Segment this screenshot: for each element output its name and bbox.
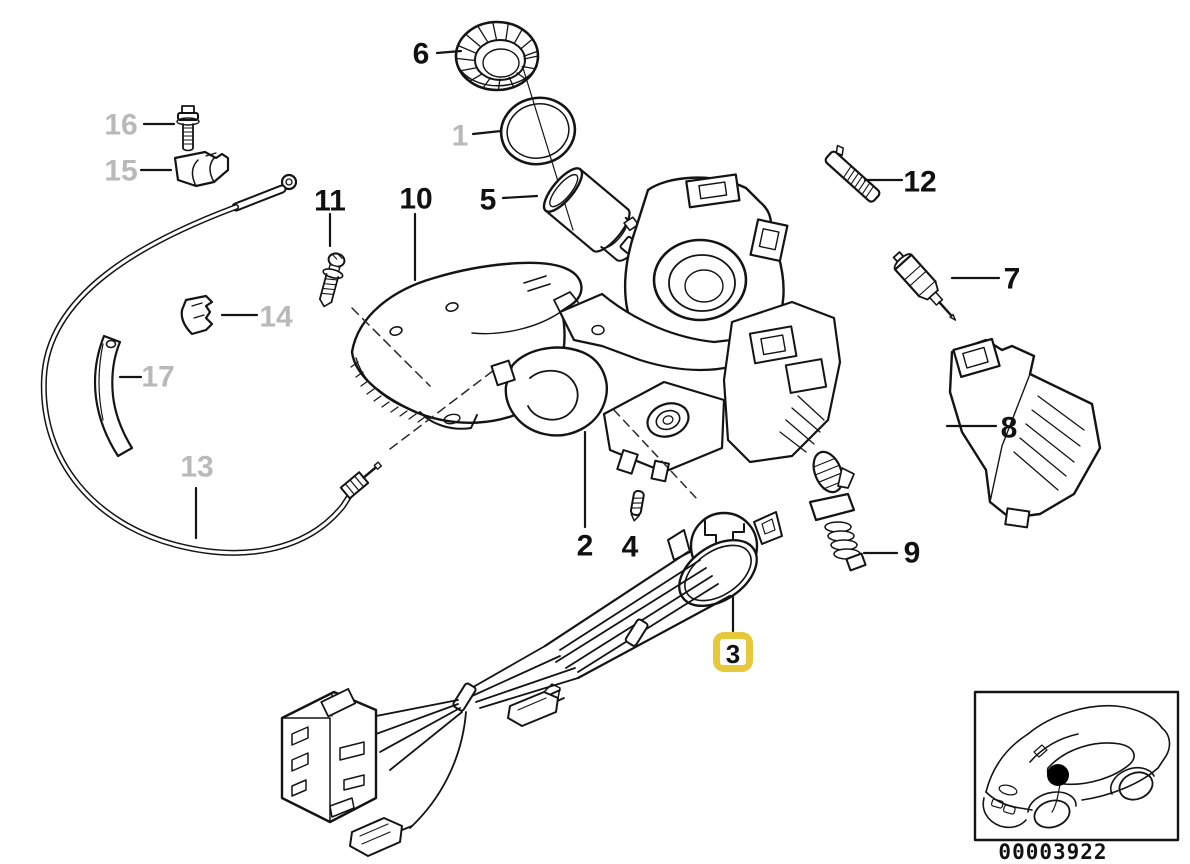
- part-2-housing-drawing: [490, 173, 842, 483]
- inset-code: 00003922: [998, 840, 1107, 864]
- part-8-bracket-drawing: [948, 337, 1102, 529]
- shroud-hatch-tick: [360, 380, 369, 387]
- part-label-15[interactable]: 15: [104, 155, 137, 188]
- part-label-7[interactable]: 7: [1004, 263, 1021, 296]
- car-outline-drawing: [982, 704, 1171, 829]
- shroud-hatch-tick: [373, 395, 382, 402]
- cap-knurl-tick: [523, 55, 539, 60]
- highlight-box-inner-3: [720, 639, 746, 665]
- shroud-hatch-tick: [408, 413, 417, 420]
- part-label-3[interactable]: 3: [726, 639, 740, 669]
- shroud-hatch-tick: [399, 410, 408, 417]
- part-1-o-ring-drawing: [499, 96, 577, 166]
- part-label-4[interactable]: 4: [622, 531, 639, 564]
- cap-knurl-tick: [492, 21, 498, 40]
- part-label-8[interactable]: 8: [1001, 412, 1018, 445]
- part-label-6[interactable]: 6: [413, 38, 430, 71]
- part-7-switch-drawing: [892, 251, 957, 321]
- shroud-hatch-tick: [417, 416, 426, 423]
- cap-knurl-tick: [513, 28, 523, 44]
- part-label-10[interactable]: 10: [399, 183, 432, 216]
- cap-knurl-tick: [516, 72, 528, 81]
- part-label-5[interactable]: 5: [480, 184, 497, 217]
- cap-knurl-tick: [477, 25, 488, 42]
- part-17-lever-drawing: [93, 334, 134, 458]
- cap-knurl-tick: [459, 67, 478, 72]
- shroud-hatch-tick: [350, 361, 359, 368]
- leader-line-6: [435, 49, 463, 55]
- part-15-clamp-drawing: [173, 150, 230, 188]
- part-label-9[interactable]: 9: [904, 537, 921, 570]
- cap-knurl-tick: [457, 44, 476, 54]
- leader-line-1: [471, 129, 503, 136]
- cap-knurl-tick: [520, 38, 534, 50]
- shroud-hatch-tick: [366, 388, 375, 395]
- part-14-clip-drawing: [180, 294, 214, 336]
- part-12-threaded-pin-drawing: [824, 144, 881, 203]
- cap-knurl-tick: [505, 22, 509, 41]
- cap-knurl-tick: [482, 77, 492, 89]
- shroud-hatch-tick: [355, 371, 364, 378]
- part-11-screw-drawing: [318, 252, 346, 308]
- car-inset-frame: [973, 690, 1180, 842]
- cap-knurl-tick: [464, 33, 481, 47]
- part-label-16[interactable]: 16: [104, 109, 137, 142]
- part-label-11[interactable]: 11: [314, 185, 346, 218]
- assembly-dash-screw11: [351, 307, 431, 387]
- cap-knurl-tick: [508, 76, 515, 88]
- leader-line-5: [501, 194, 539, 200]
- part-label-14[interactable]: 14: [259, 301, 293, 334]
- car-inset: 00003922: [973, 690, 1180, 864]
- part-16-bolt-drawing: [176, 105, 200, 152]
- part-3-ignition-switch-harness-drawing: [280, 409, 783, 857]
- shroud-hatch-tick: [381, 401, 390, 408]
- part-4-screw-drawing: [629, 489, 645, 522]
- cap-knurl-tick: [468, 73, 483, 82]
- cap-knurl-tick: [523, 50, 539, 57]
- part-label-17[interactable]: 17: [141, 361, 174, 394]
- part-label-13[interactable]: 13: [180, 451, 213, 484]
- part-13-cable-drawing: [40, 173, 503, 556]
- part-label-1[interactable]: 1: [452, 120, 469, 153]
- part-label-2[interactable]: 2: [577, 530, 594, 563]
- cap-knurl-tick: [521, 65, 536, 70]
- part-9-pawl-spring-drawing: [808, 450, 867, 572]
- shroud-hatch-tick: [390, 406, 399, 413]
- cap-knurl-tick: [455, 57, 475, 62]
- part-6-cap-ring-drawing: [454, 20, 540, 92]
- location-dot: [1047, 764, 1069, 786]
- cap-knurl-tick: [497, 78, 501, 91]
- part-label-12[interactable]: 12: [903, 166, 936, 199]
